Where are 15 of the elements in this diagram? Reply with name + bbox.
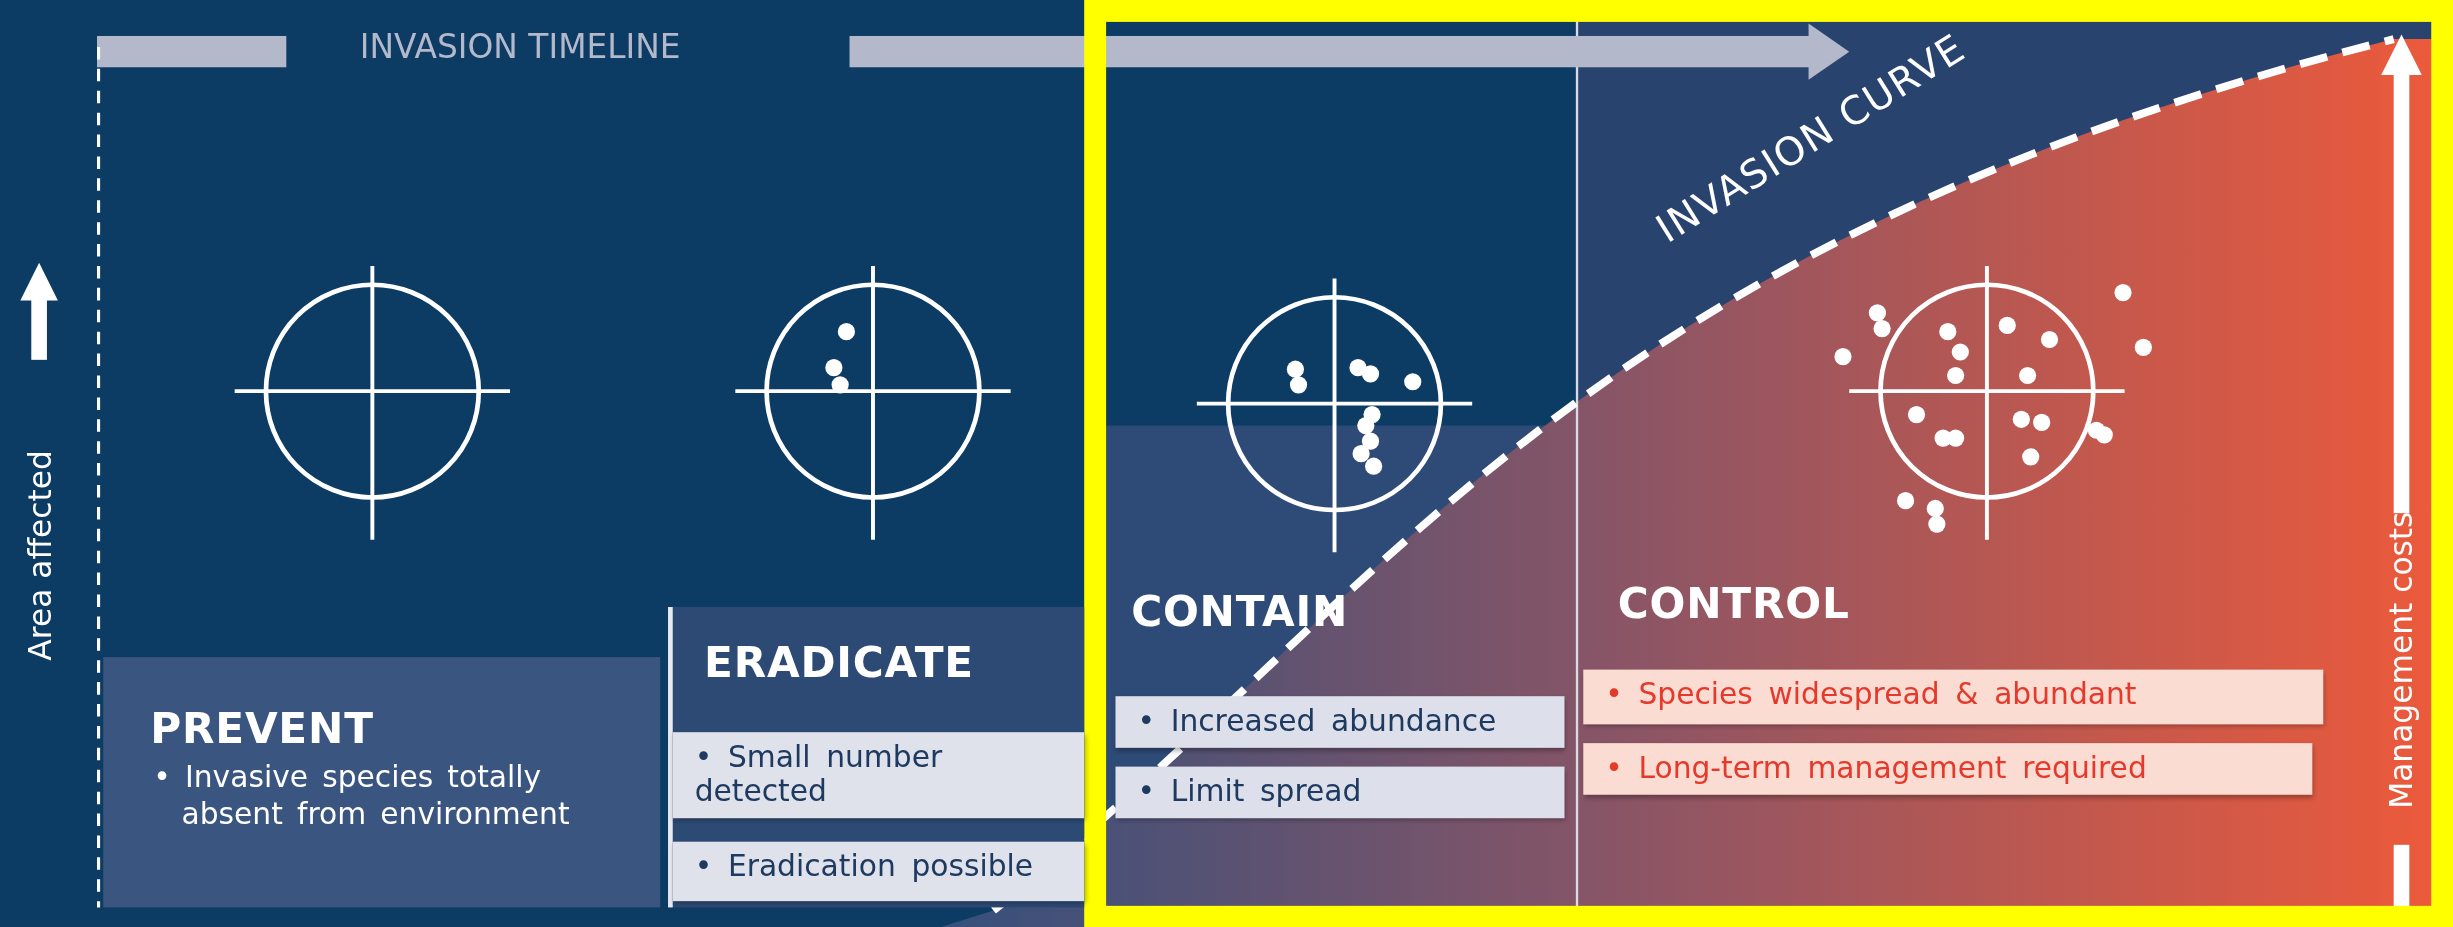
list-item: • Limit spread: [1115, 766, 1565, 819]
bullet-text: • Invasive species totally absent from environment: [153, 757, 571, 833]
stage-heading: ERADICATE: [704, 638, 974, 687]
stage-panel: [668, 607, 1085, 908]
axis-label: Management costs: [2382, 511, 2421, 809]
stage-heading: PREVENT: [150, 704, 374, 753]
list-item: • Eradication possible: [672, 841, 1085, 902]
list-item: • Increased abundance: [1115, 696, 1565, 748]
axis-label: Area affected: [20, 450, 58, 661]
timeline-label: INVASION TIMELINE: [359, 28, 681, 66]
list-item: • Species widespread & abundant: [1583, 669, 2324, 725]
stage-heading: CONTROL: [1617, 578, 1850, 628]
list-item: • Small number detected: [672, 732, 1085, 819]
stage-panel: [103, 657, 661, 908]
list-item: • Long-term management required: [1583, 743, 2313, 795]
